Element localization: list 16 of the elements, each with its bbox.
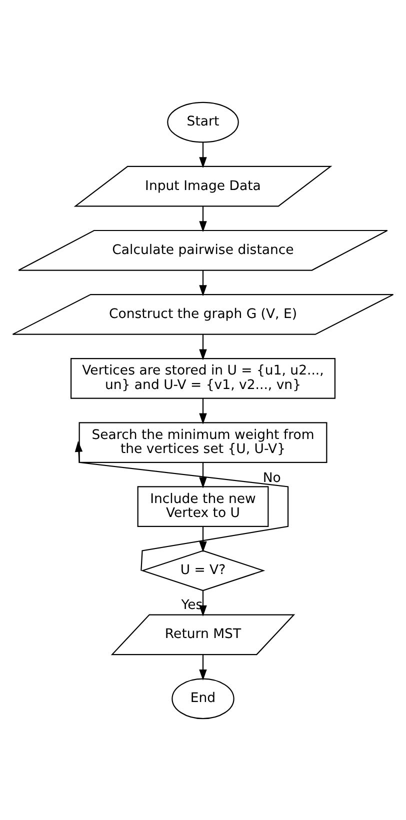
node-box: Search the minimum weight from the vertices set {U, U-V} bbox=[78, 422, 328, 462]
node-ellipse: End bbox=[172, 678, 234, 719]
node-diamond: U = V? bbox=[140, 550, 266, 591]
arrow bbox=[199, 526, 207, 552]
arrow bbox=[199, 654, 207, 680]
arrow bbox=[199, 270, 207, 296]
arrow bbox=[199, 206, 207, 232]
node-box: Include the new Vertex to U bbox=[137, 486, 269, 526]
arrow bbox=[199, 334, 207, 360]
edge-label: No bbox=[262, 470, 281, 486]
node-ellipse: Start bbox=[167, 101, 239, 142]
arrow bbox=[199, 462, 207, 488]
node-box: Vertices are stored in U = {u1, u2..., un} and U-V = {v1, v2..., vn} bbox=[70, 358, 336, 398]
arrow bbox=[74, 440, 289, 570]
arrow bbox=[199, 398, 207, 424]
arrow bbox=[199, 142, 207, 168]
